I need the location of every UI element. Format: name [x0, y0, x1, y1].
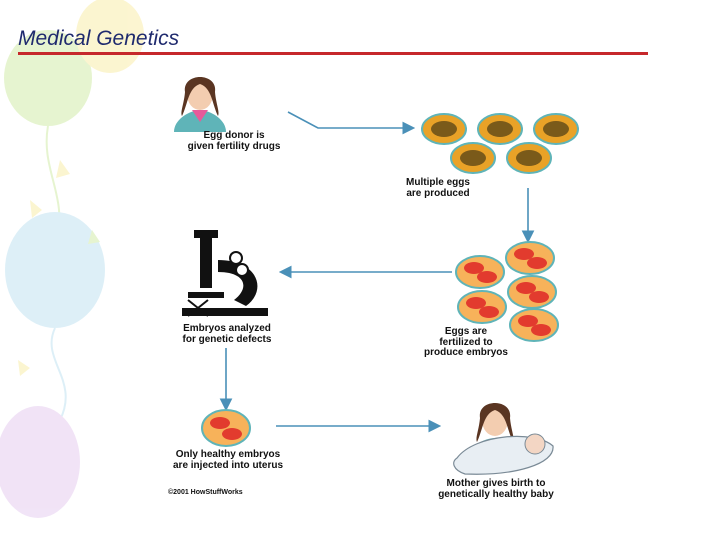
embryo-icon — [457, 290, 507, 324]
caption-eggs-fertilized: Eggs are fertilized to produce embryos — [424, 326, 508, 358]
caption-multiple-eggs: Multiple eggs are produced — [406, 177, 470, 199]
slide-title: Medical Genetics — [18, 27, 180, 50]
embryo-icon — [455, 255, 505, 289]
embryo-cluster — [455, 241, 559, 342]
embryo-icon — [505, 241, 555, 275]
embryo-icon — [509, 308, 559, 342]
caption-egg-donor: Egg donor is given fertility drugs — [187, 130, 281, 152]
title-rule — [18, 52, 648, 55]
flow-arrows — [219, 111, 535, 433]
arrow-donor-to-eggs — [287, 111, 416, 135]
woman-icon — [174, 77, 226, 132]
caption-embryos-analyzed: Embryos analyzed for genetic defects — [182, 323, 272, 345]
copyright-notice: ©2001 HowStuffWorks — [168, 489, 243, 496]
egg-icon — [421, 113, 467, 145]
egg-icon — [450, 142, 496, 174]
egg-cluster — [421, 113, 579, 174]
embryo-icon — [507, 275, 557, 309]
caption-mother-birth: Mother gives birth to genetically health… — [438, 478, 554, 500]
embryo-icon — [201, 409, 251, 447]
egg-icon — [477, 113, 523, 145]
egg-icon — [533, 113, 579, 145]
egg-icon — [506, 142, 552, 174]
mother-baby-icon — [453, 403, 554, 475]
caption-healthy-embryos: Only healthy embryos are injected into u… — [172, 449, 284, 471]
microscope-icon — [182, 230, 268, 317]
